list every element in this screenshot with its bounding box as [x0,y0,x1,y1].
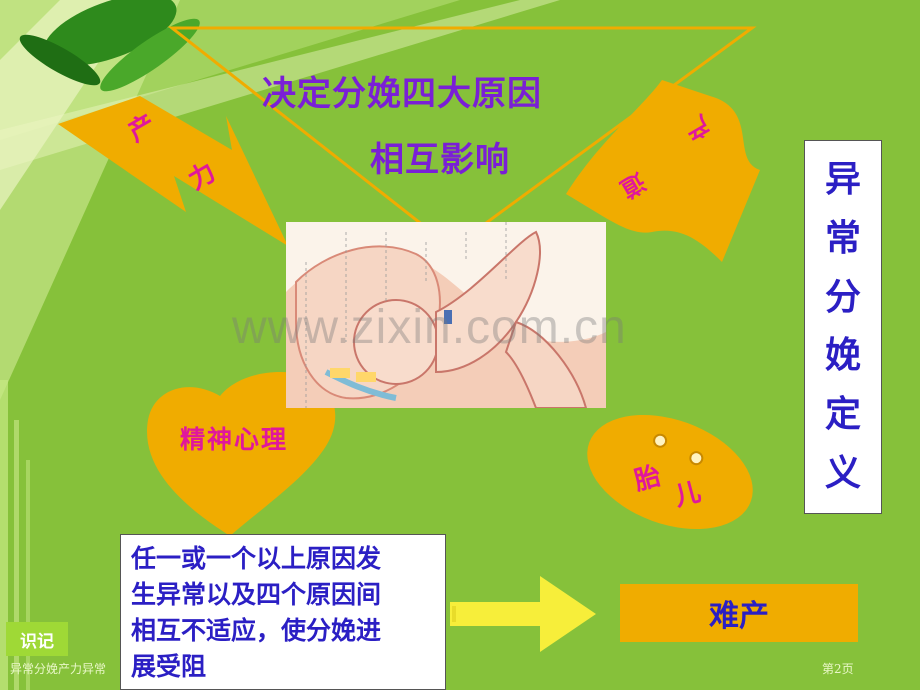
description-line: 展受阻 [131,652,207,681]
description-line: 生异常以及四个原因间 [131,580,382,609]
description-line: 任一或一个以上原因发 [131,544,382,573]
title-line-2: 相互影响 [370,140,510,180]
right-arrow-shape [450,576,596,652]
heart-shape [147,372,336,536]
smiley-face-shape [587,414,753,530]
result-box: 难产 [620,584,858,642]
right-arrow-tail [452,606,456,622]
lightning-bolt-shape [58,96,288,246]
stripe-decoration [14,420,19,690]
definition-char: 娩 [824,335,861,377]
triangle-outline [167,26,757,250]
leaf-decoration-icon [100,18,200,92]
psychology-label: 精神心理 [180,425,289,454]
definition-char: 分 [824,276,861,318]
leaf-decoration-icon [43,0,177,66]
definition-char: 义 [824,452,861,494]
page-number: 第2页 [822,662,854,676]
definition-char: 异 [824,159,861,201]
memorize-badge: 识记 [6,622,68,656]
description-line: 相互不适应，使分娩进 [131,616,382,645]
title-line-1: 决定分娩四大原因 [262,74,542,114]
childbirth-illustration [286,222,606,408]
definition-char: 常 [824,217,861,259]
stripe-decoration [26,460,30,690]
definition-vertical-box: 异 常 分 娩 定 义 [804,140,882,514]
badge-label: 识记 [20,631,54,652]
leaf-decoration-icon [19,34,101,86]
stripe-decoration [0,380,8,690]
footer-title: 异常分娩产力异常 [10,662,107,676]
description-box: 任一或一个以上原因发 生异常以及四个原因间 相互不适应，使分娩进 展受阻 [120,534,446,690]
definition-char: 定 [824,393,861,435]
result-label: 难产 [709,599,769,634]
wave-banner-shape [566,80,760,262]
watermark-text: www.zixin.com.cn [232,301,627,354]
